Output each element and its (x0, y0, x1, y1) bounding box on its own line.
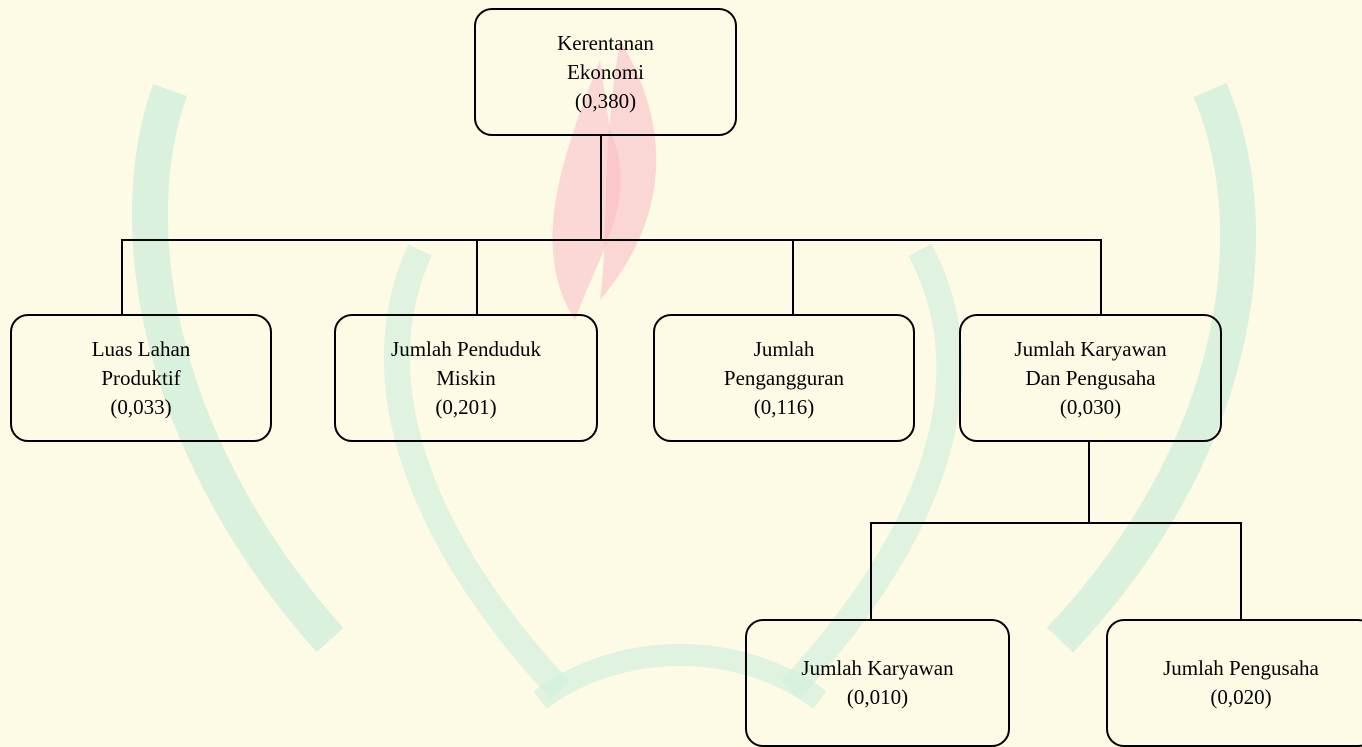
grandchild-value: (0,020) (1210, 685, 1272, 709)
grandchild-label: Jumlah Karyawan (801, 656, 954, 680)
edge-child4-down (1088, 440, 1090, 524)
child-node-penduduk-miskin: Jumlah Penduduk Miskin (0,201) (334, 314, 598, 442)
child-label-line1: Jumlah Karyawan (1014, 336, 1167, 361)
grandchild-value: (0,010) (846, 685, 909, 709)
grandchild-node-karyawan: Jumlah Karyawan (0,010) (745, 619, 1010, 747)
child-label-line1: Jumlah (753, 336, 815, 361)
child-label-line2: Produktif (101, 365, 181, 390)
edge-grandchild1-up (870, 522, 872, 621)
child-value: (0,030) (1059, 394, 1122, 419)
edge-child2-up (476, 239, 478, 316)
child-label-line2: Miskin (436, 365, 496, 390)
child-label-line2: Pengangguran (723, 365, 845, 390)
child-value: (0,033) (110, 394, 172, 419)
edge-root-down (600, 135, 602, 240)
child-node-karyawan-pengusaha: Jumlah Karyawan Dan Pengusaha (0,030) (959, 314, 1222, 442)
edge-level1-bar (121, 239, 1102, 241)
edge-level2-bar (870, 522, 1242, 524)
child-value: (0,201) (435, 394, 497, 419)
root-value: (0,380) (574, 88, 637, 113)
child-node-pengangguran: Jumlah Pengangguran (0,116) (653, 314, 915, 442)
child-node-luas-lahan: Luas Lahan Produktif (0,033) (10, 314, 272, 442)
grandchild-node-pengusaha: Jumlah Pengusaha (0,020) (1106, 619, 1362, 747)
child-value: (0,116) (753, 394, 815, 419)
edge-grandchild2-up (1240, 522, 1242, 621)
child-label-line2: Dan Pengusaha (1025, 365, 1156, 390)
child-label-line1: Luas Lahan (91, 336, 191, 361)
edge-child4-up (1100, 239, 1102, 316)
root-node: Kerentanan Ekonomi (0,380) (474, 8, 737, 136)
edge-child1-up (121, 239, 123, 316)
grandchild-label: Jumlah Pengusaha (1163, 656, 1319, 680)
root-label-line1: Kerentanan (557, 30, 654, 55)
child-label-line1: Jumlah Penduduk (391, 336, 541, 361)
edge-child3-up (792, 239, 794, 316)
root-label-line2: Ekonomi (567, 59, 644, 84)
